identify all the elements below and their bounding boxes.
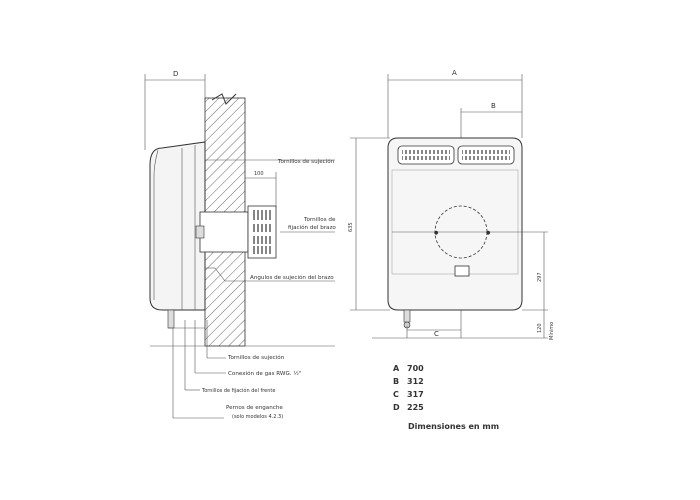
top-grill-left xyxy=(397,145,455,165)
heater-foot xyxy=(167,309,175,329)
front-view: A B 635 ● ● C xyxy=(348,69,555,340)
callout-tornillos-sujecion-top: Tornillos de sujeción xyxy=(277,158,335,165)
dim-a-label: A xyxy=(452,69,457,77)
dimensions-caption: Dimensiones en mm xyxy=(408,422,500,431)
dim-297-label: 297 xyxy=(537,272,543,282)
top-grill-left-slots-2 xyxy=(402,156,450,160)
side-view: D 100 xyxy=(144,70,336,420)
dim-value: 317 xyxy=(407,390,424,399)
flue-grill-1 xyxy=(251,210,273,220)
dim-key: C xyxy=(393,390,399,399)
dim-d-label: D xyxy=(173,70,178,78)
outlet-mark-left: ● xyxy=(434,230,439,236)
control-window xyxy=(454,265,470,277)
outlet-mark-right: ● xyxy=(486,230,491,236)
top-grill-right-slots-1 xyxy=(462,150,510,154)
callout-pernos-1: Pernos de enganche xyxy=(226,405,283,411)
flue-tube xyxy=(199,211,249,253)
dim-635-label: 635 xyxy=(348,222,354,232)
dim-row-c: C 317 xyxy=(393,388,447,401)
dimensions-table: A 700 B 312 C 317 D 225 xyxy=(393,362,447,414)
top-grill-right-slots-2 xyxy=(462,156,510,160)
dim-row-b: B 312 xyxy=(393,375,447,388)
leader-angulos-b xyxy=(214,267,226,282)
flue-grill-4 xyxy=(251,246,273,254)
dim-120-label: 120 xyxy=(537,323,543,333)
dim-row-d: D 225 xyxy=(393,401,447,414)
dim-key: B xyxy=(393,377,400,386)
dim-key: A xyxy=(393,364,400,373)
callout-tornillos-fijacion-1: Tornillos de xyxy=(303,217,336,223)
dim-value: 225 xyxy=(407,403,424,412)
callout-tornillos-frente: Tornillos de fijación del frente xyxy=(201,387,275,394)
dim-c-label: C xyxy=(434,330,439,338)
heater-side-body xyxy=(149,141,206,311)
callout-angulos: Angulos de sujeción del brazo xyxy=(250,274,334,281)
arm-clamp xyxy=(195,225,205,239)
dim-minimo-label: Mínimo xyxy=(548,322,555,340)
dim-row-a: A 700 xyxy=(393,362,447,375)
callout-pernos-2: (solo modelos 4.2.3) xyxy=(232,414,283,420)
top-grill-right xyxy=(457,145,515,165)
callout-conexion-gas: Conexión de gas RWG. ½" xyxy=(228,370,302,377)
wall-break-symbol xyxy=(211,93,237,105)
dim-100-label: 100 xyxy=(254,171,264,177)
heater-front-body xyxy=(387,137,523,311)
dim-key: D xyxy=(393,403,400,412)
callout-tornillos-sujecion-bottom: Tornillos de sujeción xyxy=(227,354,285,361)
heater-side-curve xyxy=(153,149,159,300)
gas-connection xyxy=(403,309,411,323)
dim-value: 312 xyxy=(407,377,424,386)
flue-grill-2 xyxy=(251,224,273,232)
dim-value: 700 xyxy=(407,364,424,373)
callout-tornillos-fijacion-2: fijación del brazo xyxy=(288,224,336,231)
top-grill-left-slots-1 xyxy=(402,150,450,154)
dim-b-label: B xyxy=(491,102,496,110)
flue-grill-3 xyxy=(251,236,273,244)
